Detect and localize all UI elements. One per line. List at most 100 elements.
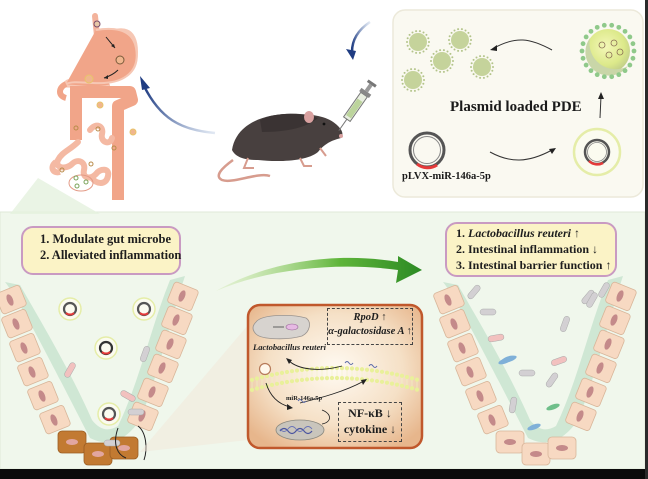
epithelial-cell <box>167 281 199 311</box>
feedback-arrow <box>115 427 127 459</box>
downregulated-item-1: NF-κB ↓ <box>348 406 392 420</box>
epithelial-cell <box>547 436 577 460</box>
pde-vesicle <box>430 49 454 73</box>
epithelial-cell <box>593 329 625 359</box>
left-note-item-2: 2. Alleviated inflammation <box>40 248 182 262</box>
bacterium <box>120 390 136 402</box>
feedback-arrow <box>137 425 147 461</box>
nucleus-icon <box>275 419 325 441</box>
bacterium <box>64 362 76 378</box>
downregulated-box: NF-κB ↓ cytokine ↓ <box>338 402 402 442</box>
pde-plasmid-particle <box>132 297 156 321</box>
epithelial-cell <box>27 381 59 411</box>
epithelial-cell <box>599 305 631 335</box>
paneth-cell <box>57 430 87 454</box>
pde-vesicle <box>406 30 430 54</box>
flagellated-bacterium <box>503 355 517 363</box>
pde-panel-title: Plasmid loaded PDE <box>450 99 582 115</box>
pde-vesicle <box>470 55 494 79</box>
arrow-pde-to-syringe <box>350 20 371 53</box>
bacterium <box>598 282 610 298</box>
epithelial-cell <box>9 333 41 363</box>
plasmid-in-liposome-icon <box>572 127 622 177</box>
epithelial-cell <box>39 405 71 435</box>
epithelial-cell <box>439 309 471 339</box>
left-outcome-note: 1. Modulate gut microbe 2. Alleviated in… <box>21 226 181 275</box>
bacterium <box>545 372 559 388</box>
bacterium <box>518 369 536 377</box>
right-note-item-3: 3. Intestinal barrier function ↑ <box>456 258 612 272</box>
mechanism-inset <box>246 303 424 450</box>
flagellated-bacterium <box>546 403 560 411</box>
right-note-item-1: 1. Lactobacillus reuteri ↑ <box>456 226 580 240</box>
pde-vesicle <box>448 28 472 52</box>
arrow-loading-to-pde <box>599 95 602 119</box>
arrow-head-to-gut <box>140 76 150 90</box>
lactobacillus-icon <box>252 314 310 340</box>
upregulated-genes-box: RpoD ↑ α-galactosidase A ↑ <box>327 308 413 345</box>
pde-vesicles <box>401 28 494 92</box>
bacterium <box>586 292 598 308</box>
epithelial-cell <box>155 329 187 359</box>
right-outcome-note: 1. Lactobacillus reuteri ↑ 2. Intestinal… <box>445 222 617 277</box>
bacterium <box>103 439 121 447</box>
bacterium-label: Lactobacillus reuteri <box>253 342 326 352</box>
loaded-pde-vesicle <box>579 22 637 80</box>
bacterium <box>467 284 481 300</box>
syringe-icon <box>338 79 377 131</box>
transition-arrow <box>216 256 422 291</box>
inset-projection <box>140 325 248 452</box>
left-note-item-1: 1. Modulate gut microbe <box>40 232 172 246</box>
arrow-head-to-syringe <box>346 49 356 60</box>
species-name: Lactobacillus reuteri <box>468 226 571 240</box>
epithelial-cell <box>0 285 27 315</box>
bacterium <box>140 346 150 362</box>
zoom-projection <box>10 178 100 214</box>
bacterium <box>508 396 518 414</box>
mucus-layer <box>443 276 623 443</box>
downregulated-item-2: cytokine ↓ <box>343 422 397 436</box>
pde-plasmid-particle <box>97 402 121 426</box>
bacterium <box>479 308 497 316</box>
arrow-release <box>493 39 553 51</box>
plasmid-label: pLVX-miR-146a-5p <box>402 171 491 182</box>
mucus-layer <box>5 276 185 443</box>
bacterium <box>551 356 567 366</box>
pde-plasmid-particle <box>94 336 118 360</box>
epithelial-cell <box>433 285 465 315</box>
epithelial-cell <box>447 333 479 363</box>
upregulated-item-2: α-galactosidase A ↑ <box>328 326 412 337</box>
epithelial-cell <box>477 405 509 435</box>
epithelial-cell <box>565 401 597 431</box>
epithelial-cell <box>161 305 193 335</box>
epithelial-cell <box>455 357 487 387</box>
mouse-illustration <box>217 111 343 183</box>
epithelial-cell <box>137 377 169 407</box>
pde-vesicle <box>401 68 425 92</box>
epithelial-cell <box>495 430 525 454</box>
epithelial-cell <box>521 442 551 466</box>
flagellated-bacterium <box>527 423 541 431</box>
mirna-label: miR-146a-5p <box>286 395 323 402</box>
intestinal-crypt-after <box>433 276 637 466</box>
right-note-item-2: 2. Intestinal inflammation ↓ <box>456 242 599 256</box>
epithelial-cell <box>147 353 179 383</box>
cell-membrane <box>249 365 420 393</box>
intestinal-crypt-before <box>0 276 199 466</box>
epithelial-cell <box>465 381 497 411</box>
bacterium <box>127 408 145 416</box>
gi-tract-illustration <box>49 13 138 200</box>
epithelial-cell <box>17 357 49 387</box>
paneth-cell <box>83 442 113 466</box>
arrow-plasmid-to-loading <box>489 149 553 161</box>
plasmid-icon <box>408 131 446 170</box>
epithelial-cell <box>575 377 607 407</box>
pde-plasmid-particle <box>58 297 82 321</box>
bacterium <box>560 316 570 332</box>
pde-particle <box>258 362 272 376</box>
bottom-bar <box>0 469 648 479</box>
epithelial-cell <box>605 281 637 311</box>
epithelial-cell <box>585 353 617 383</box>
bacterium <box>487 333 505 343</box>
